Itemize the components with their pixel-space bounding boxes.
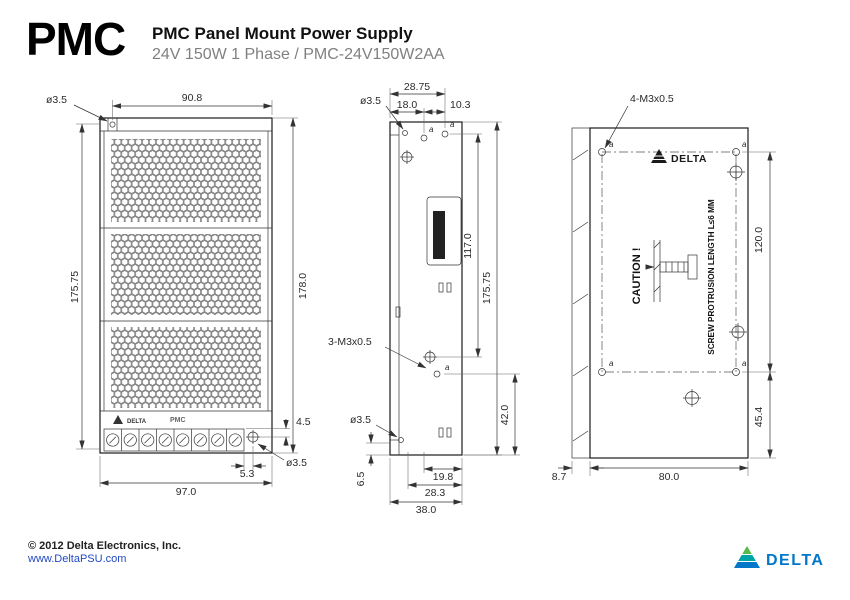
dim-front-hole-offset: 5.3 [240,468,255,480]
front-model-label: PMC [170,417,186,424]
dim-front-width-bottom: 97.0 [176,486,197,498]
connector-recess [426,196,462,266]
side-dimensions: 28.75 18.0 10.3 ø3.5 a a 3-M3x0.5 a ø3.5… [328,81,520,516]
dim-side-flange: 6.5 [355,472,367,487]
page-subtitle: 24V 150W 1 Phase / PMC-24V150W2AA [152,46,445,63]
dim-rear-thread: 4-M3x0.5 [630,93,674,105]
dim-side-seg-a: 18.0 [397,99,418,111]
caution-text: CAUTION ! [631,248,643,305]
hole-label-ra2: a [742,140,747,149]
terminal-block [103,428,245,452]
dim-side-height-bottom: 42.0 [499,405,511,426]
hole-label-ra4: a [742,359,747,368]
rear-view: DELTA [552,93,776,483]
dim-side-hole-bottom: ø3.5 [350,414,371,426]
footer-website-link[interactable]: www.DeltaPSU.com [28,553,127,565]
dim-side-hole-top: ø3.5 [360,95,381,107]
dim-rear-height-top: 120.0 [753,227,765,253]
vent-grid-bottom [111,327,261,408]
delta-label-icon [113,415,123,424]
vent-grid-middle [111,234,261,315]
dim-side-w2: 28.3 [425,487,446,499]
dim-rear-flange-width: 8.7 [552,471,567,483]
hole-label-a3: a [445,363,450,372]
dim-front-hole-top: ø3.5 [46,94,67,106]
dim-side-height-total: 175.75 [481,272,493,304]
dim-front-terminal-offset: 4.5 [296,416,311,428]
dim-side-seg-b: 10.3 [450,99,471,111]
hole-label-ra3: a [609,359,614,368]
screw-note-text: SCREW PROTRUSION LENGTH L≤6 MM [707,199,716,355]
dim-front-hole-bottom: ø3.5 [286,457,307,469]
front-view: DELTA PMC [46,92,311,498]
dim-front-height-left: 175.75 [69,271,81,303]
dim-rear-height-bottom: 45.4 [753,407,765,428]
screw-illustration [645,240,698,302]
dim-side-w1: 19.8 [433,471,454,483]
dim-front-width-top: 90.8 [182,92,203,104]
delta-brand-logo: DELTA [734,546,824,569]
delta-wordmark: DELTA [766,552,824,569]
hole-label-a2: a [450,120,455,129]
hole-label-a1: a [429,125,434,134]
front-brand-label: DELTA [127,419,147,425]
page-title: PMC Panel Mount Power Supply [152,24,413,43]
rear-dimensions: 4-M3x0.5 a a a a 120.0 45.4 8.7 [552,93,776,483]
connector-block [433,211,445,259]
dim-side-height-inner: 117.0 [462,233,474,259]
delta-triangle-icon [734,546,760,568]
dim-side-width-top: 28.75 [404,81,430,93]
pmc-logo: PMC [26,13,126,65]
dim-side-w3: 38.0 [416,504,437,516]
dim-rear-width: 80.0 [659,471,680,483]
footer-copyright: © 2012 Delta Electronics, Inc. [28,540,182,552]
side-view: 28.75 18.0 10.3 ø3.5 a a 3-M3x0.5 a ø3.5… [328,81,520,516]
mounting-hole-zone [601,151,737,373]
dim-front-height-right: 178.0 [297,273,309,299]
dim-side-thread: 3-M3x0.5 [328,336,372,348]
rear-brand-print: DELTA [671,153,707,165]
front-dimensions: ø3.5 90.8 175.75 178.0 4.5 [46,92,311,498]
vent-grid-top [111,139,261,222]
hole-label-ra1: a [609,140,614,149]
